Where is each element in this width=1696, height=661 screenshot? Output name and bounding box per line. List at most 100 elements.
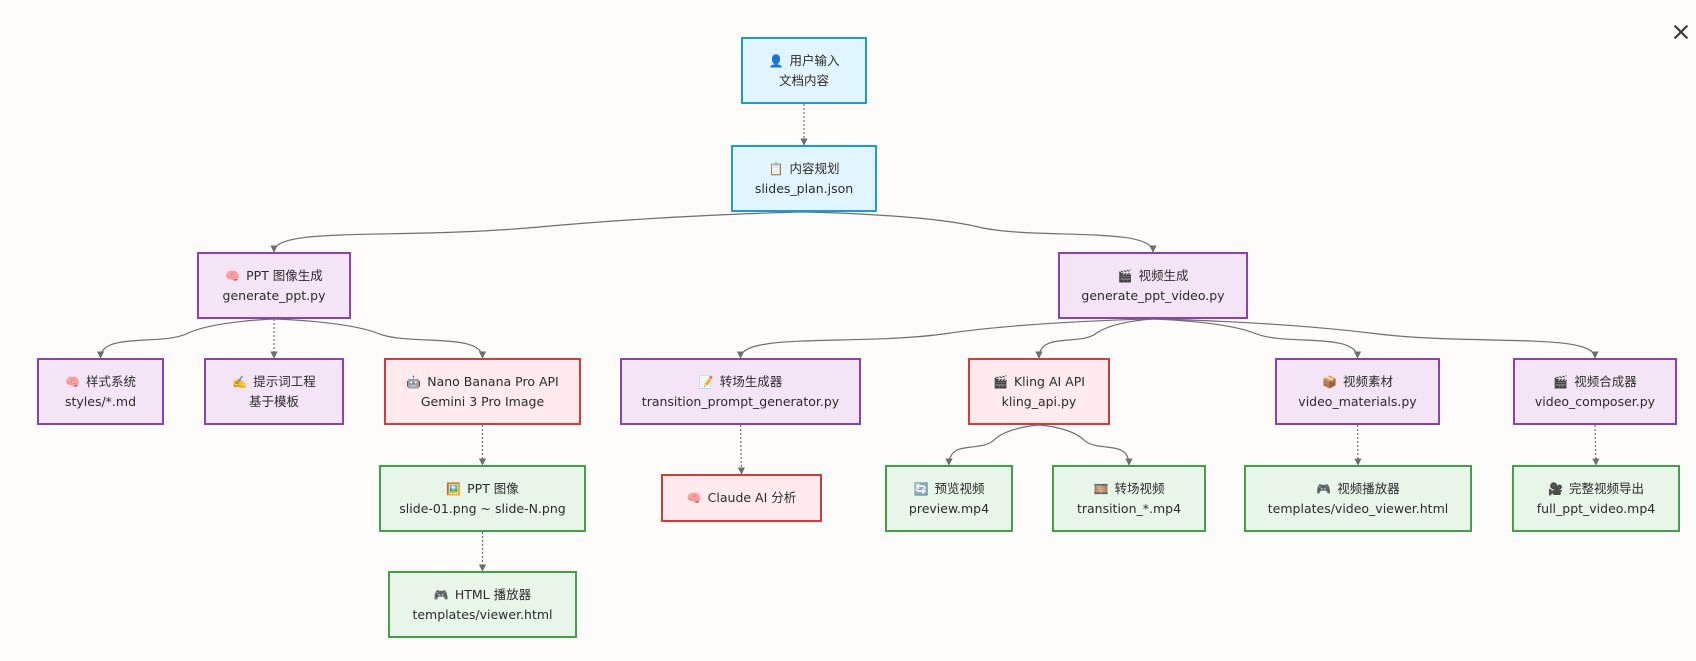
- node-title-row: 🎬 视频合成器: [1553, 372, 1636, 392]
- node-title: HTML 播放器: [454, 586, 532, 602]
- edge-kling-api-to-transition-video: [1038, 424, 1133, 466]
- node-ppt-gen: 🧠 PPT 图像生成 generate_ppt.py: [197, 252, 351, 319]
- node-subtitle: templates/viewer.html: [412, 606, 553, 622]
- node-title: 转场视频: [1114, 480, 1165, 496]
- node-video-player: 🎮 视频播放器 templates/video_viewer.html: [1244, 465, 1472, 532]
- edge-ppt-gen-to-style-sys: [96, 318, 275, 359]
- picture-icon: 🖼️: [446, 481, 462, 496]
- node-kling-api: 🎬 Kling AI API kling_api.py: [968, 358, 1110, 425]
- package-icon: 📦: [1322, 374, 1337, 389]
- node-subtitle: transition_prompt_generator.py: [641, 393, 840, 409]
- node-title-row: 🧠 PPT 图像生成: [225, 266, 323, 286]
- clapper-icon: 🎬: [1553, 374, 1569, 389]
- clipboard-icon: 📋: [768, 161, 784, 176]
- node-claude: 🧠 Claude AI 分析: [661, 474, 822, 522]
- movie-camera-icon: 🎥: [1548, 481, 1563, 496]
- node-title-row: 🎮 视频播放器: [1316, 479, 1399, 499]
- brain-icon: 🧠: [65, 374, 80, 389]
- node-video-composer: 🎬 视频合成器 video_composer.py: [1513, 358, 1677, 425]
- node-video-gen: 🎬 视频生成 generate_ppt_video.py: [1058, 252, 1248, 319]
- node-title: Nano Banana Pro API: [427, 373, 559, 389]
- node-title: 样式系统: [85, 373, 136, 389]
- node-html-player: 🎮 HTML 播放器 templates/viewer.html: [388, 571, 577, 638]
- node-title: 用户输入: [789, 52, 840, 68]
- edge-video-gen-to-transition-gen: [736, 318, 1154, 359]
- node-user-input: 👤用户输入文档内容: [741, 37, 867, 104]
- node-subtitle: slides_plan.json: [754, 180, 854, 196]
- node-subtitle: video_materials.py: [1298, 393, 1417, 409]
- node-title-row: 🎥 完整视频导出: [1548, 479, 1644, 499]
- edge-content-plan-to-video-gen: [803, 211, 1157, 253]
- node-video-materials: 📦 视频素材 video_materials.py: [1275, 358, 1440, 425]
- node-content-plan: 📋 内容规划 slides_plan.json: [731, 145, 877, 212]
- node-subtitle: full_ppt_video.mp4: [1536, 500, 1656, 516]
- node-title: Kling AI API: [1013, 373, 1085, 389]
- node-subtitle: generate_ppt_video.py: [1081, 287, 1225, 303]
- node-title-row: 🎬 Kling AI API: [993, 372, 1085, 392]
- node-title-row: 👤 用户输入: [769, 51, 840, 71]
- node-title: 视频素材: [1342, 373, 1393, 389]
- node-subtitle: kling_api.py: [1001, 393, 1077, 409]
- node-title: 提示词工程: [253, 373, 316, 389]
- node-title: 内容规划: [789, 160, 840, 176]
- node-title-row: 🔄 预览视频: [914, 479, 985, 499]
- node-title: 视频播放器: [1337, 480, 1400, 496]
- node-transition-gen: 📝 转场生成器 transition_prompt_generator.py: [620, 358, 861, 425]
- node-title: Claude AI 分析: [707, 490, 797, 505]
- refresh-icon: 🔄: [913, 481, 929, 496]
- node-title: 视频合成器: [1574, 373, 1637, 389]
- node-subtitle: preview.mp4: [908, 500, 990, 516]
- node-full-video: 🎥 完整视频导出 full_ppt_video.mp4: [1512, 465, 1680, 532]
- node-title-row: 🎮 HTML 播放器: [434, 585, 531, 605]
- node-subtitle: 基于模板: [248, 393, 299, 409]
- edge-video-gen-to-video-composer: [1152, 318, 1599, 359]
- node-title: 完整视频导出: [1568, 480, 1644, 496]
- edge-kling-api-to-preview: [945, 424, 1040, 466]
- node-preview: 🔄 预览视频 preview.mp4: [885, 465, 1013, 532]
- writing-hand-icon: ✍️: [232, 374, 248, 389]
- node-title-row: 🤖Nano Banana Pro API: [406, 372, 558, 392]
- clapper-icon: 🎬: [1117, 268, 1133, 283]
- brain-icon: 🧠: [225, 268, 241, 283]
- edge-content-plan-to-ppt-gen: [270, 211, 805, 253]
- edge-video-gen-to-video-materials: [1152, 318, 1362, 359]
- close-icon[interactable]: [1671, 22, 1691, 42]
- node-title-row: 🎬 视频生成: [1118, 266, 1189, 286]
- gamepad-icon: 🎮: [433, 587, 449, 602]
- edge-video-composer-to-full-video: [1592, 424, 1600, 466]
- node-subtitle: styles/*.md: [64, 393, 137, 409]
- node-title-row: 🧠 样式系统: [65, 372, 136, 392]
- memo-icon: 📝: [698, 374, 714, 389]
- node-title: 预览视频: [934, 480, 985, 496]
- node-style-sys: 🧠 样式系统 styles/*.md: [37, 358, 164, 425]
- node-title-row: 🖼️PPT 图像: [446, 479, 519, 499]
- node-title: PPT 图像生成: [246, 267, 323, 283]
- node-prompt-eng: ✍️ 提示词工程基于模板: [204, 358, 344, 425]
- film-frames-icon: 🎞️: [1093, 481, 1109, 496]
- node-subtitle: templates/video_viewer.html: [1267, 500, 1449, 516]
- node-title-row: 🧠 Claude AI 分析: [687, 488, 797, 508]
- node-title-row: ✍️ 提示词工程: [232, 372, 315, 392]
- edge-transition-gen-to-claude: [737, 424, 745, 475]
- node-subtitle: Gemini 3 Pro Image: [420, 393, 545, 409]
- brain-icon: 🧠: [686, 491, 702, 505]
- node-transition-video: 🎞️ 转场视频 transition_*.mp4: [1052, 465, 1206, 532]
- node-subtitle: transition_*.mp4: [1076, 500, 1182, 516]
- user-icon: 👤: [768, 53, 784, 68]
- edge-video-materials-to-video-player: [1354, 424, 1362, 466]
- node-subtitle: generate_ppt.py: [222, 287, 326, 303]
- node-title-row: 🎞️ 转场视频: [1094, 479, 1165, 499]
- node-subtitle: slide-01.png ~ slide-N.png: [399, 500, 566, 516]
- edge-video-gen-to-kling-api: [1035, 318, 1154, 359]
- node-title-row: 📝 转场生成器: [699, 372, 782, 392]
- clapper-icon: 🎬: [993, 374, 1008, 389]
- node-subtitle: video_composer.py: [1534, 393, 1656, 409]
- gamepad-icon: 🎮: [1316, 481, 1332, 496]
- node-title: 转场生成器: [719, 373, 783, 389]
- edge-ppt-gen-to-nano-api: [273, 318, 487, 359]
- node-title-row: 📦 视频素材: [1322, 372, 1393, 392]
- node-title: 视频生成: [1138, 267, 1189, 283]
